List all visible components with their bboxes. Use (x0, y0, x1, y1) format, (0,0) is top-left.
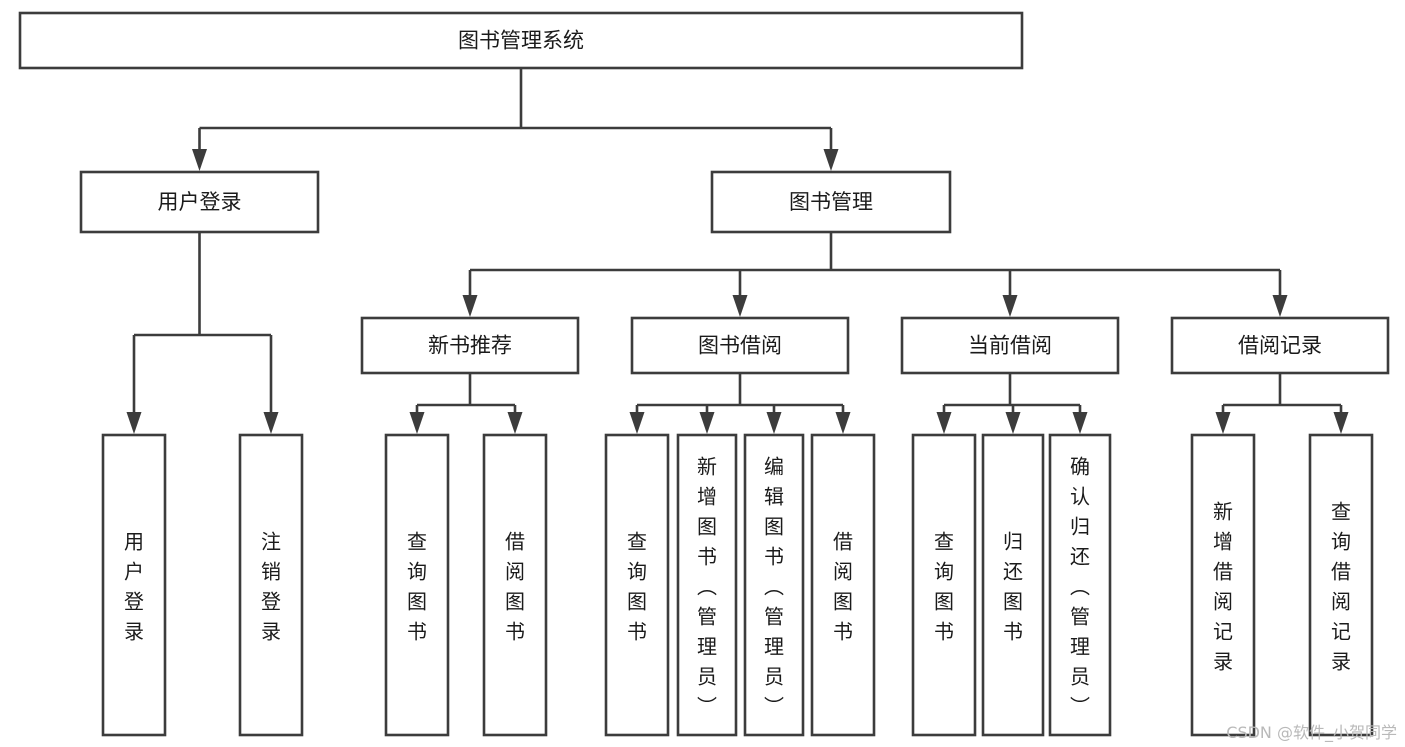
node-label: 归还图书 (1003, 529, 1023, 643)
arrow-head-icon (1005, 412, 1021, 434)
arrow-head-icon (462, 295, 478, 317)
node-box[interactable] (743, 433, 805, 737)
node-label: 确认归还︵管理员︶ (1070, 454, 1090, 718)
node-box[interactable] (238, 433, 304, 737)
node-leaf-query-book-recommend[interactable]: 查询图书 (384, 433, 450, 737)
arrow-head-icon (835, 412, 851, 434)
node-leaf-user-logout[interactable]: 注销登录 (238, 433, 304, 737)
node-label: 查询图书 (407, 529, 427, 643)
arrow-head-icon (1002, 295, 1018, 317)
arrow-head-icon (699, 412, 715, 434)
node-label: 图书管理 (789, 190, 873, 214)
node-box[interactable] (710, 170, 952, 234)
node-label: 借阅图书 (833, 529, 853, 643)
connector-group-root (192, 68, 839, 171)
node-box[interactable] (604, 433, 670, 737)
arrow-head-icon (732, 295, 748, 317)
node-box[interactable] (1190, 433, 1256, 737)
node-borrow-record[interactable]: 借阅记录 (1170, 316, 1390, 375)
arrow-head-icon (192, 149, 207, 171)
arrow-head-icon (126, 412, 142, 434)
arrow-head-icon (766, 412, 782, 434)
node-leaf-query-borrow-record[interactable]: 查询借阅记录 (1308, 433, 1374, 737)
arrow-head-icon (1215, 412, 1231, 434)
node-box[interactable] (384, 433, 450, 737)
arrow-head-icon (629, 412, 645, 434)
arrow-head-icon (409, 412, 425, 434)
arrow-head-icon (1072, 412, 1088, 434)
node-leaf-return-book[interactable]: 归还图书 (981, 433, 1045, 737)
node-box[interactable] (810, 433, 876, 737)
arrow-head-icon (1272, 295, 1288, 317)
node-leaf-borrow-book[interactable]: 借阅图书 (810, 433, 876, 737)
node-label: 查询图书 (627, 529, 647, 643)
node-label: 编辑图书︵管理员︶ (764, 454, 784, 718)
arrow-head-icon (936, 412, 952, 434)
node-label: 新增图书︵管理员︶ (697, 454, 717, 718)
connector-group-borrow-record (1215, 373, 1349, 434)
node-layer: 图书管理系统用户登录图书管理新书推荐图书借阅当前借阅借阅记录用户登录注销登录查询… (18, 11, 1390, 737)
node-label: 图书借阅 (698, 334, 782, 358)
connector-group-new-book-recommend (409, 373, 523, 434)
arrow-head-icon (507, 412, 523, 434)
node-leaf-user-login[interactable]: 用户登录 (101, 433, 167, 737)
node-box[interactable] (101, 433, 167, 737)
node-root[interactable]: 图书管理系统 (18, 11, 1024, 70)
node-label: 图书管理系统 (458, 29, 584, 53)
node-new-book-recommend[interactable]: 新书推荐 (360, 316, 580, 375)
node-box[interactable] (900, 316, 1120, 375)
node-label: 用户登录 (158, 190, 242, 214)
node-box[interactable] (676, 433, 738, 737)
node-leaf-add-book[interactable]: 新增图书︵管理员︶ (676, 433, 738, 737)
node-label: 用户登录 (124, 529, 144, 643)
connector-group-book-manage (462, 232, 1288, 317)
node-box[interactable] (18, 11, 1024, 70)
node-leaf-query-book-borrow[interactable]: 查询图书 (604, 433, 670, 737)
connector-group-user-login (126, 232, 279, 434)
node-book-borrow[interactable]: 图书借阅 (630, 316, 850, 375)
node-leaf-confirm-return[interactable]: 确认归还︵管理员︶ (1048, 433, 1112, 737)
node-box[interactable] (482, 433, 548, 737)
node-leaf-add-borrow-record[interactable]: 新增借阅记录 (1190, 433, 1256, 737)
arrow-head-icon (263, 412, 279, 434)
node-box[interactable] (630, 316, 850, 375)
node-leaf-query-book-current[interactable]: 查询图书 (911, 433, 977, 737)
node-user-login[interactable]: 用户登录 (79, 170, 320, 234)
node-label: 新增借阅记录 (1213, 499, 1233, 673)
arrow-head-icon (1333, 412, 1349, 434)
node-label: 查询借阅记录 (1331, 499, 1351, 673)
node-label: 注销登录 (261, 529, 281, 643)
node-label: 查询图书 (934, 529, 954, 643)
node-label: 新书推荐 (428, 334, 512, 358)
node-book-manage[interactable]: 图书管理 (710, 170, 952, 234)
node-box[interactable] (1048, 433, 1112, 737)
node-label: 借阅图书 (505, 529, 525, 643)
node-box[interactable] (911, 433, 977, 737)
node-box[interactable] (1308, 433, 1374, 737)
csdn-watermark: CSDN @软件_小贺同学 (1226, 723, 1397, 742)
node-box[interactable] (79, 170, 320, 234)
node-box[interactable] (981, 433, 1045, 737)
connector-group-book-borrow (629, 373, 851, 434)
connector-group-current-borrow (936, 373, 1088, 434)
node-box[interactable] (1170, 316, 1390, 375)
node-label: 当前借阅 (968, 334, 1052, 358)
arrow-head-icon (823, 149, 839, 171)
node-current-borrow[interactable]: 当前借阅 (900, 316, 1120, 375)
node-leaf-edit-book[interactable]: 编辑图书︵管理员︶ (743, 433, 805, 737)
node-label: 借阅记录 (1238, 334, 1322, 358)
node-box[interactable] (360, 316, 580, 375)
connector-layer (126, 68, 1349, 434)
node-leaf-borrow-book-recommend[interactable]: 借阅图书 (482, 433, 548, 737)
